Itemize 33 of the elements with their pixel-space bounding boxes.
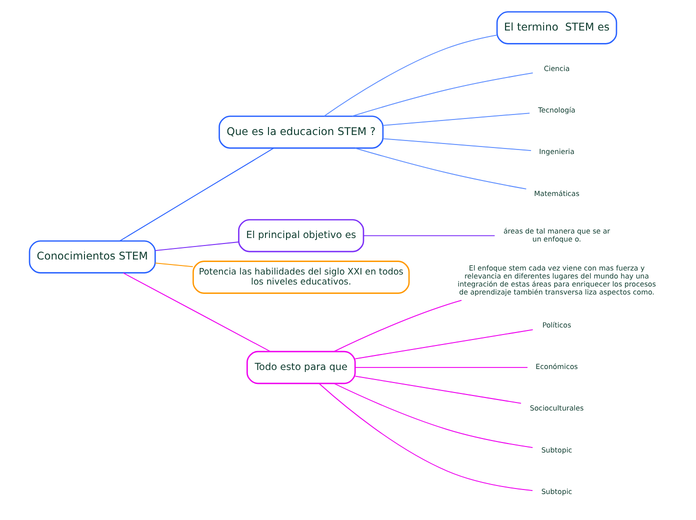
node-text: Ciencia (544, 64, 570, 74)
connector (334, 300, 462, 352)
connector (382, 112, 530, 126)
connector (354, 376, 522, 404)
node-box: Conocimientos STEM (28, 240, 156, 274)
node-text: Económicos (536, 362, 578, 372)
node-box: Potencia las habilidades del siglo XXI en todos los niveles educativos. (192, 260, 410, 294)
connector (154, 262, 194, 268)
connector (154, 242, 239, 251)
connector (318, 383, 533, 491)
node-box: Que es la educacion STEM ? (218, 116, 384, 149)
node-text: Políticos (542, 320, 572, 330)
connector (363, 235, 496, 236)
node-text: Tecnología (538, 106, 576, 115)
connector (119, 148, 274, 242)
node-text: Subtopic (541, 445, 572, 454)
connector (122, 272, 271, 352)
node-text: Matemáticas (534, 188, 580, 198)
node-text: áreas de tal manera que se ar un enfoque o. (503, 226, 610, 244)
node-box: Todo esto para que (246, 350, 356, 384)
node-text: El enfoque stem cada vez viene con mas fuerza y relevancia en diferentes lugares del mundo hay una integración de estas áreas para enriquecer los procesos de aprendizaje también transversa liza aspectos como. (458, 264, 656, 296)
connector (354, 367, 528, 368)
connector (352, 72, 534, 117)
connector (324, 34, 498, 117)
node-text: Ingenieria (539, 147, 574, 156)
node-text: Subtopic (541, 486, 572, 496)
node-box: El principal objetivo es (238, 219, 364, 252)
node-text: Socioculturales (530, 404, 584, 413)
connector (354, 329, 534, 360)
node-box: El termino STEM es (496, 11, 618, 44)
connector (354, 148, 527, 190)
connector (382, 138, 532, 151)
connector (334, 383, 534, 448)
